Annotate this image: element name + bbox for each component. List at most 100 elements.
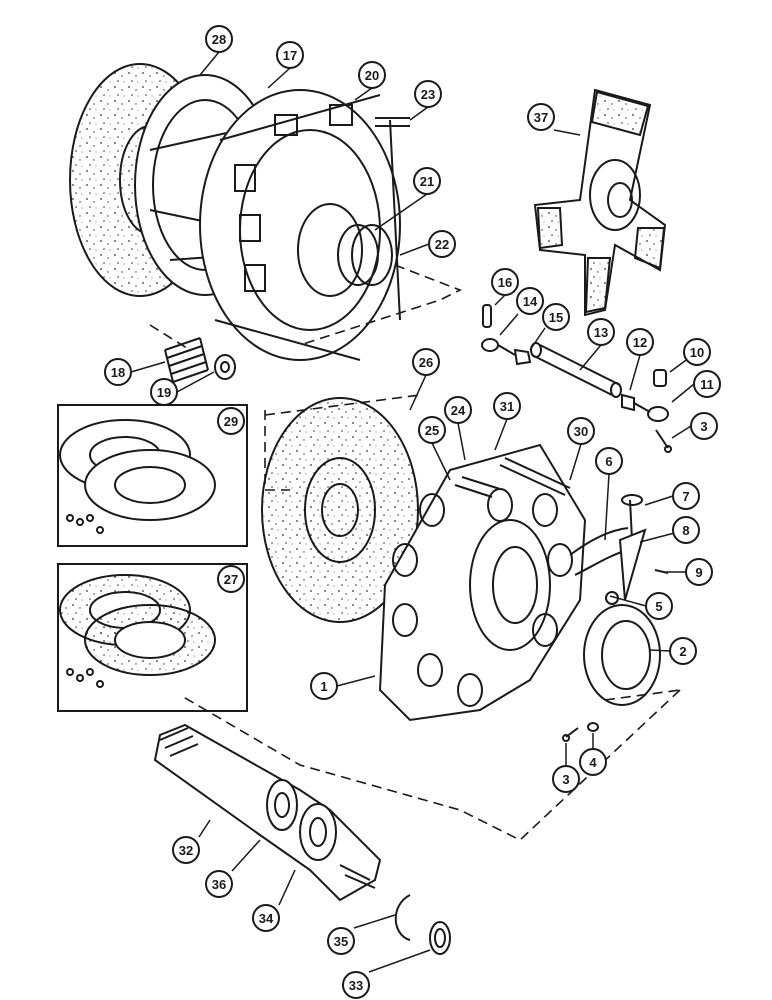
callout-9: 9 bbox=[685, 558, 713, 586]
svg-text:12: 12 bbox=[633, 335, 647, 350]
release-bearing-plate-2 bbox=[583, 604, 661, 706]
svg-text:32: 32 bbox=[179, 843, 193, 858]
callout-10: 10 bbox=[683, 338, 711, 366]
linkage-rod-13 bbox=[530, 342, 622, 398]
callout-22: 22 bbox=[428, 230, 456, 258]
bearing-34 bbox=[299, 803, 337, 861]
callout-36: 36 bbox=[205, 870, 233, 898]
svg-text:11: 11 bbox=[700, 377, 714, 392]
svg-text:23: 23 bbox=[421, 87, 435, 102]
callout-7: 7 bbox=[672, 482, 700, 510]
callout-8: 8 bbox=[672, 516, 700, 544]
callout-25: 25 bbox=[418, 416, 446, 444]
kit-29-box bbox=[57, 404, 248, 547]
svg-text:34: 34 bbox=[259, 911, 274, 926]
svg-text:18: 18 bbox=[111, 365, 125, 380]
callout-11: 11 bbox=[693, 370, 721, 398]
svg-text:29: 29 bbox=[224, 414, 238, 429]
pressure-plate-assembly-1 bbox=[378, 443, 587, 722]
callout-19: 19 bbox=[150, 378, 178, 406]
callout-31: 31 bbox=[493, 392, 521, 420]
callout-21: 21 bbox=[413, 167, 441, 195]
svg-text:33: 33 bbox=[349, 978, 363, 993]
washer-19 bbox=[214, 354, 236, 380]
leader-lines bbox=[130, 51, 698, 973]
callout-5: 5 bbox=[645, 592, 673, 620]
nut-15 bbox=[513, 348, 532, 366]
callout-12: 12 bbox=[626, 328, 654, 356]
callout-18: 18 bbox=[104, 358, 132, 386]
callout-6: 6 bbox=[595, 447, 623, 475]
callout-13: 13 bbox=[587, 318, 615, 346]
svg-text:19: 19 bbox=[157, 385, 171, 400]
svg-text:26: 26 bbox=[419, 355, 433, 370]
dashed-leader-main bbox=[179, 689, 681, 841]
svg-text:8: 8 bbox=[682, 523, 689, 538]
callout-26: 26 bbox=[412, 348, 440, 376]
callout-27: 27 bbox=[217, 565, 245, 593]
svg-text:25: 25 bbox=[425, 423, 439, 438]
callout-3-bottom: 3 bbox=[552, 765, 580, 793]
svg-text:13: 13 bbox=[594, 325, 608, 340]
pressure-plate-20 bbox=[199, 89, 401, 361]
svg-text:35: 35 bbox=[334, 934, 348, 949]
friction-disc-26 bbox=[261, 394, 421, 623]
svg-text:9: 9 bbox=[695, 565, 702, 580]
callout-32: 32 bbox=[172, 836, 200, 864]
svg-text:36: 36 bbox=[212, 877, 226, 892]
dashed-leader-22 bbox=[149, 264, 462, 351]
spring-18 bbox=[164, 337, 209, 383]
svg-text:15: 15 bbox=[549, 310, 563, 325]
pin-23 bbox=[375, 117, 410, 127]
callout-33: 33 bbox=[342, 971, 370, 999]
callout-1: 1 bbox=[310, 672, 338, 700]
callout-24: 24 bbox=[444, 396, 472, 424]
svg-text:3: 3 bbox=[562, 772, 569, 787]
callout-16: 16 bbox=[491, 268, 519, 296]
four-paddle-disc-37 bbox=[533, 88, 667, 317]
svg-text:30: 30 bbox=[574, 424, 588, 439]
nut-12 bbox=[621, 393, 635, 412]
svg-text:3: 3 bbox=[700, 419, 707, 434]
clevis-14 bbox=[481, 338, 516, 356]
snap-ring-35 bbox=[394, 894, 411, 941]
lever-6-7-8 bbox=[569, 494, 647, 605]
callout-29: 29 bbox=[217, 407, 245, 435]
svg-text:31: 31 bbox=[500, 399, 514, 414]
seal-33 bbox=[429, 921, 451, 955]
svg-text:4: 4 bbox=[589, 755, 597, 770]
callout-14: 14 bbox=[516, 287, 544, 315]
svg-text:24: 24 bbox=[451, 403, 466, 418]
svg-text:22: 22 bbox=[435, 237, 449, 252]
svg-text:21: 21 bbox=[420, 174, 434, 189]
svg-text:16: 16 bbox=[498, 275, 512, 290]
bolts-24-25-30 bbox=[454, 457, 571, 498]
svg-text:20: 20 bbox=[365, 68, 379, 83]
svg-text:7: 7 bbox=[682, 489, 689, 504]
svg-text:14: 14 bbox=[523, 294, 538, 309]
callout-35: 35 bbox=[327, 927, 355, 955]
snap-rings-21 bbox=[337, 224, 393, 286]
pin-10 bbox=[653, 369, 667, 387]
callout-15: 15 bbox=[542, 303, 570, 331]
callout-37: 37 bbox=[527, 103, 555, 131]
svg-text:37: 37 bbox=[534, 110, 548, 125]
bearing-36 bbox=[266, 779, 298, 831]
svg-text:10: 10 bbox=[690, 345, 704, 360]
svg-text:27: 27 bbox=[224, 572, 238, 587]
svg-text:6: 6 bbox=[605, 454, 612, 469]
callout-23: 23 bbox=[414, 80, 442, 108]
svg-text:17: 17 bbox=[283, 48, 297, 63]
callout-20: 20 bbox=[358, 61, 386, 89]
callout-3-top: 3 bbox=[690, 412, 718, 440]
callout-30: 30 bbox=[567, 417, 595, 445]
callout-17: 17 bbox=[276, 41, 304, 69]
cotter-pin-3a bbox=[655, 429, 672, 453]
svg-text:1: 1 bbox=[320, 679, 327, 694]
clevis-11 bbox=[633, 402, 669, 422]
callout-28: 28 bbox=[205, 25, 233, 53]
pin-16 bbox=[482, 304, 492, 328]
svg-text:5: 5 bbox=[655, 599, 662, 614]
callout-34: 34 bbox=[252, 904, 280, 932]
